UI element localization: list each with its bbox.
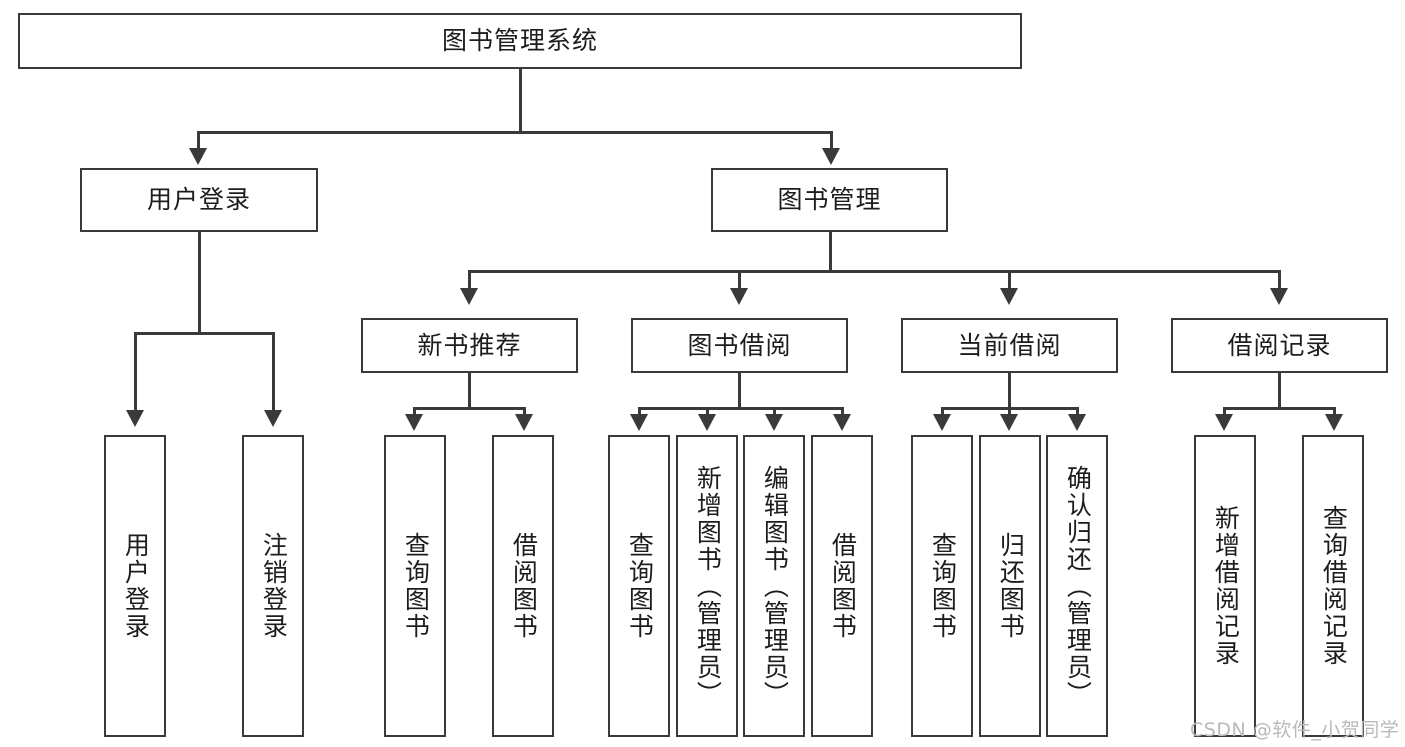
arrow-leaf-add-record bbox=[1215, 414, 1233, 431]
node-label: 借阅记录 bbox=[1227, 330, 1332, 360]
leaf-label: 新增借阅记录 bbox=[1211, 505, 1241, 667]
edge-current-borrow-stem bbox=[1008, 373, 1011, 409]
leaf-borrow-book[interactable]: 借阅图书 bbox=[811, 435, 873, 737]
edge-book-borrow-drop-2 bbox=[706, 407, 709, 417]
edge-to-book-borrow bbox=[738, 270, 741, 290]
leaf-user-login[interactable]: 用户登录 bbox=[104, 435, 166, 737]
leaf-borrow-book-new-recommend[interactable]: 借阅图书 bbox=[492, 435, 554, 737]
edge-root-to-user-login bbox=[197, 131, 200, 150]
arrow-leaf-edit-book bbox=[765, 414, 783, 431]
edge-book-borrow-drop-1 bbox=[638, 407, 641, 417]
edge-user-login-bus bbox=[134, 332, 274, 335]
node-new-book-recommend[interactable]: 新书推荐 bbox=[361, 318, 578, 373]
leaf-label: 查询图书 bbox=[928, 532, 958, 640]
edge-borrow-record-stem bbox=[1278, 373, 1281, 409]
node-root-book-management-system[interactable]: 图书管理系统 bbox=[18, 13, 1022, 69]
arrow-leaf-query-record bbox=[1325, 414, 1343, 431]
edge-book-manage-stem bbox=[829, 232, 832, 272]
arrow-leaf-query-book-2 bbox=[630, 414, 648, 431]
edge-to-borrow-record bbox=[1278, 270, 1281, 290]
edge-user-login-drop-2 bbox=[272, 332, 275, 412]
arrow-to-user-login bbox=[189, 148, 207, 165]
edge-current-borrow-drop-1 bbox=[941, 407, 944, 417]
arrow-leaf-query-book-1 bbox=[405, 414, 423, 431]
edge-to-current-borrow bbox=[1008, 270, 1011, 290]
edge-new-book-stem bbox=[468, 373, 471, 409]
node-current-borrow[interactable]: 当前借阅 bbox=[901, 318, 1118, 373]
leaf-label: 借阅图书 bbox=[828, 532, 858, 640]
arrow-leaf-user-login bbox=[126, 410, 144, 427]
leaf-query-book-current[interactable]: 查询图书 bbox=[911, 435, 973, 737]
edge-new-book-bus bbox=[413, 407, 525, 410]
leaf-edit-book-admin[interactable]: 编辑图书（管理员） bbox=[743, 435, 805, 737]
node-label: 图书管理系统 bbox=[441, 26, 598, 55]
arrow-leaf-logout-login bbox=[264, 410, 282, 427]
node-label: 图书借阅 bbox=[687, 330, 792, 360]
edge-to-new-book-recommend bbox=[468, 270, 471, 290]
leaf-label: 注销登录 bbox=[259, 532, 289, 640]
edge-new-book-drop-1 bbox=[413, 407, 416, 417]
leaf-query-book-new-recommend[interactable]: 查询图书 bbox=[384, 435, 446, 737]
node-label: 图书管理 bbox=[777, 185, 882, 214]
leaf-add-book-admin[interactable]: 新增图书（管理员） bbox=[676, 435, 738, 737]
edge-current-borrow-drop-2 bbox=[1008, 407, 1011, 417]
edge-user-login-drop-1 bbox=[134, 332, 137, 412]
edge-book-borrow-drop-3 bbox=[773, 407, 776, 417]
leaf-confirm-return-admin[interactable]: 确认归还（管理员） bbox=[1046, 435, 1108, 737]
node-user-login[interactable]: 用户登录 bbox=[80, 168, 318, 232]
edge-borrow-record-bus bbox=[1223, 407, 1335, 410]
edge-user-login-stem bbox=[198, 232, 201, 334]
arrow-to-new-book-recommend bbox=[460, 288, 478, 305]
edge-borrow-record-drop-1 bbox=[1223, 407, 1226, 417]
arrow-leaf-confirm-return bbox=[1068, 414, 1086, 431]
arrow-leaf-borrow-book-2 bbox=[833, 414, 851, 431]
leaf-return-book[interactable]: 归还图书 bbox=[979, 435, 1041, 737]
node-label: 新书推荐 bbox=[417, 330, 522, 360]
leaf-add-borrow-record[interactable]: 新增借阅记录 bbox=[1194, 435, 1256, 737]
leaf-label: 确认归还（管理员） bbox=[1063, 464, 1093, 708]
leaf-label: 查询图书 bbox=[625, 532, 655, 640]
leaf-logout-login[interactable]: 注销登录 bbox=[242, 435, 304, 737]
arrow-leaf-query-book-3 bbox=[933, 414, 951, 431]
leaf-label: 归还图书 bbox=[996, 532, 1026, 640]
leaf-query-borrow-record[interactable]: 查询借阅记录 bbox=[1302, 435, 1364, 737]
edge-current-borrow-drop-3 bbox=[1076, 407, 1079, 417]
edge-book-borrow-bus bbox=[638, 407, 843, 410]
leaf-label: 编辑图书（管理员） bbox=[760, 464, 790, 708]
leaf-query-book-borrow[interactable]: 查询图书 bbox=[608, 435, 670, 737]
edge-root-stem bbox=[519, 69, 522, 133]
edge-borrow-record-drop-2 bbox=[1333, 407, 1336, 417]
edge-book-manage-bus bbox=[468, 270, 1280, 273]
edge-book-borrow-stem bbox=[738, 373, 741, 409]
arrow-leaf-borrow-book-1 bbox=[515, 414, 533, 431]
node-book-borrow[interactable]: 图书借阅 bbox=[631, 318, 848, 373]
leaf-label: 新增图书（管理员） bbox=[693, 464, 723, 708]
node-book-management[interactable]: 图书管理 bbox=[711, 168, 948, 232]
edge-root-to-book-manage bbox=[830, 131, 833, 150]
edge-root-bus bbox=[197, 131, 833, 134]
leaf-label: 查询图书 bbox=[401, 532, 431, 640]
arrow-leaf-add-book bbox=[698, 414, 716, 431]
leaf-label: 用户登录 bbox=[121, 532, 151, 640]
arrow-to-borrow-record bbox=[1270, 288, 1288, 305]
leaf-label: 借阅图书 bbox=[509, 532, 539, 640]
node-borrow-record[interactable]: 借阅记录 bbox=[1171, 318, 1388, 373]
node-label: 当前借阅 bbox=[957, 330, 1062, 360]
arrow-to-book-manage bbox=[822, 148, 840, 165]
edge-book-borrow-drop-4 bbox=[841, 407, 844, 417]
watermark-csdn: CSDN @软件_小贺同学 bbox=[1190, 719, 1400, 741]
arrow-to-current-borrow bbox=[1000, 288, 1018, 305]
leaf-label: 查询借阅记录 bbox=[1319, 505, 1349, 667]
node-label: 用户登录 bbox=[146, 185, 251, 214]
arrow-leaf-return-book bbox=[1000, 414, 1018, 431]
edge-new-book-drop-2 bbox=[523, 407, 526, 417]
arrow-to-book-borrow bbox=[730, 288, 748, 305]
